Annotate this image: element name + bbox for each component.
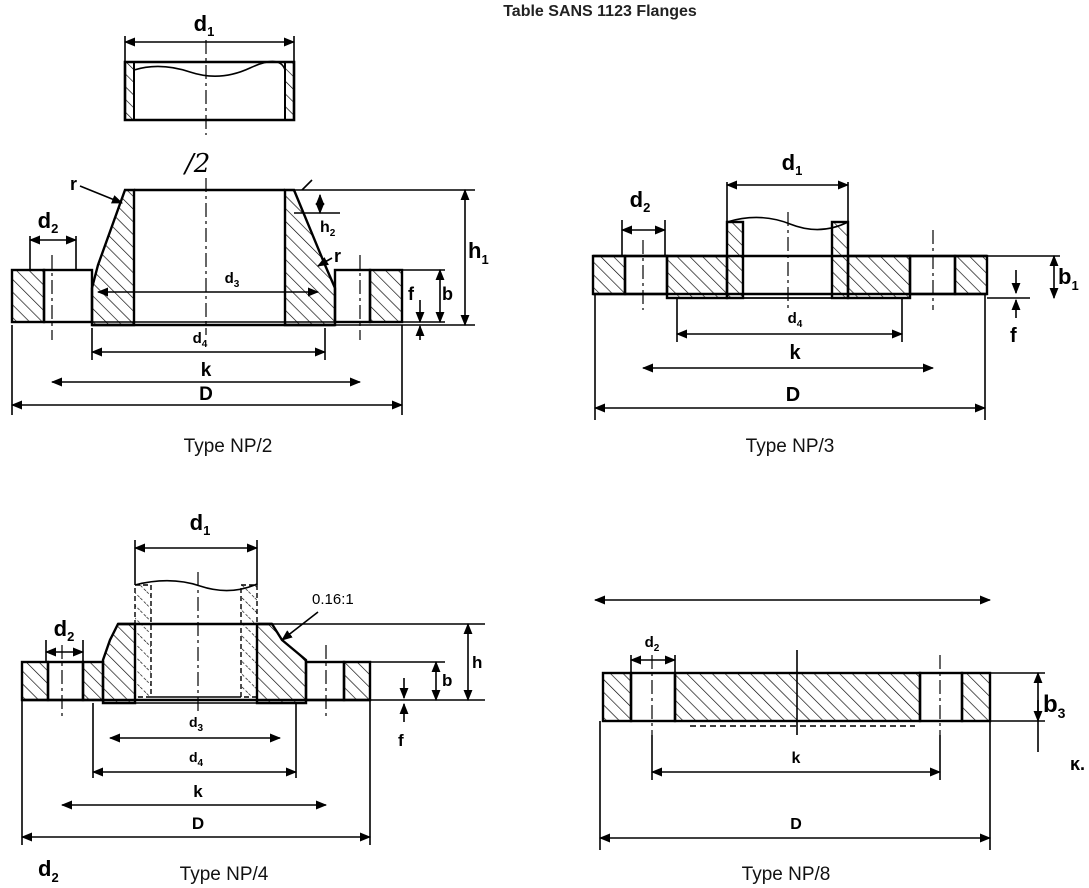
np8-caption: Type NP/8 xyxy=(742,864,831,885)
np2-label-r-bottom: r xyxy=(334,246,341,266)
np4-taper-note: 0.16:1 xyxy=(312,591,354,608)
np8-label-b3: b3 xyxy=(1043,691,1066,721)
np4-label-D: D xyxy=(192,814,204,833)
np4-label-d2: d2 xyxy=(54,616,75,644)
np2-label-d3: d3 xyxy=(225,270,240,290)
np4-label-k: k xyxy=(193,782,203,801)
np4-label-b: b xyxy=(442,671,452,690)
np4-caption: Type NP/4 xyxy=(180,864,269,885)
np8-label-k: k xyxy=(792,750,801,767)
np4-label-d3: d3 xyxy=(189,714,204,734)
np2-label-d2: d2 xyxy=(38,208,59,236)
sheet-title: Table SANS 1123 Flanges xyxy=(503,3,697,20)
np4-label-f: f xyxy=(398,731,404,750)
np2-label-r-top: r xyxy=(70,174,77,194)
np3-label-f: f xyxy=(1010,325,1017,347)
np4-label-d4: d4 xyxy=(189,749,204,769)
np3-label-k: k xyxy=(789,342,801,364)
np8-drawing: d2 b3 k D ĸ. Type NP/8 xyxy=(593,595,1085,885)
np2-label-f: f xyxy=(408,284,415,304)
np2-label-h1: h1 xyxy=(468,238,489,267)
np3-drawing: d1 d2 d4 k D b1 f Type NP/3 xyxy=(591,150,1079,457)
np3-label-d4: d4 xyxy=(788,310,803,330)
np4-label-d2-bottom: d2 xyxy=(38,856,59,885)
np4-label-d1: d1 xyxy=(190,510,211,538)
np3-label-d1: d1 xyxy=(782,150,803,178)
np4-drawing: d1 d2 0.16:1 d3 d4 k D h b f xyxy=(20,510,485,885)
np8-edge-mark: ĸ. xyxy=(1070,754,1085,774)
np3-label-b1: b1 xyxy=(1058,264,1079,293)
np3-caption: Type NP/3 xyxy=(746,436,835,457)
np4-label-h: h xyxy=(472,653,482,672)
np2-label-d4: d4 xyxy=(193,330,208,350)
np3-label-d2: d2 xyxy=(630,187,651,215)
np2-caption: Type NP/2 xyxy=(184,436,273,457)
np8-label-d2: d2 xyxy=(645,634,660,654)
np2-handwritten-mark: /2 xyxy=(182,149,210,179)
np3-label-D: D xyxy=(786,384,800,406)
np2-label-k: k xyxy=(201,360,212,381)
np2-label-D: D xyxy=(199,384,213,405)
np8-label-D: D xyxy=(790,816,802,833)
np2-label-b: b xyxy=(442,284,453,304)
np2-label-h2: h2 xyxy=(320,219,336,239)
np2-drawing: d1 /2 d2 r r d3 xyxy=(10,11,489,457)
np2-label-d1: d1 xyxy=(194,11,215,39)
